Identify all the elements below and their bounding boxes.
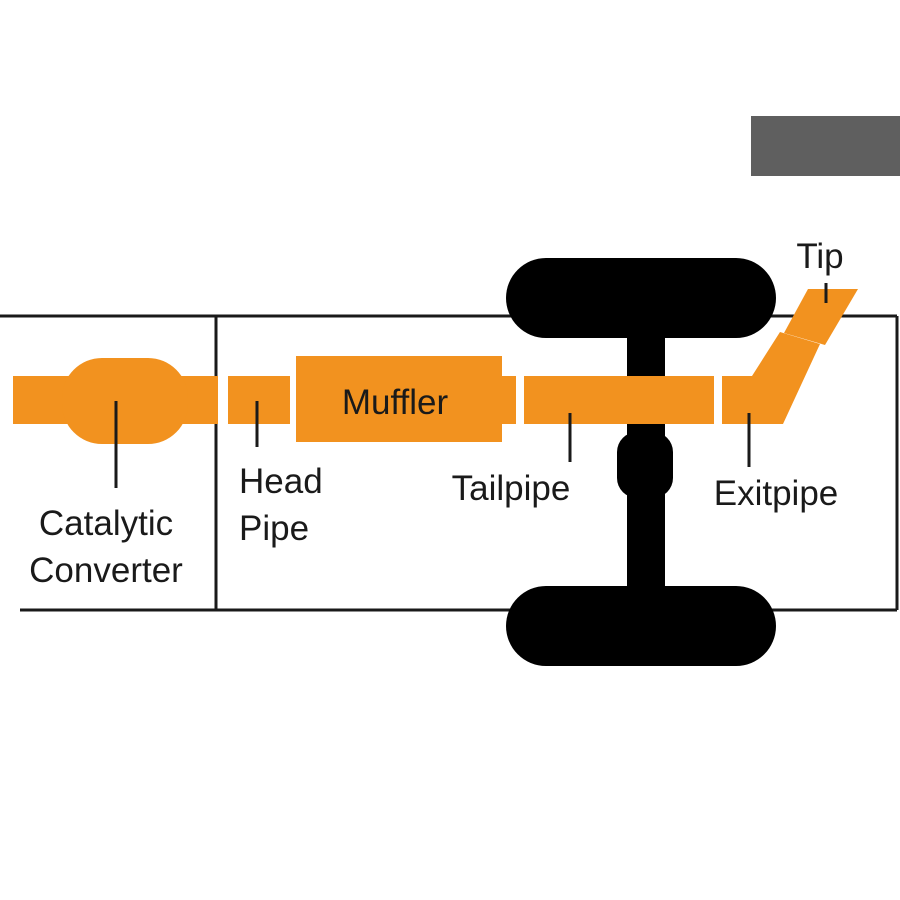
muffler-body	[296, 356, 502, 442]
tip-segment	[784, 289, 858, 345]
head-pipe-label-line2: Pipe	[239, 509, 309, 548]
exitpipe-segment	[722, 332, 820, 424]
tip-label: Tip	[796, 237, 843, 276]
muffler-outlet	[500, 376, 516, 424]
catalytic-label-line2: Converter	[29, 551, 183, 590]
muffler-label: Muffler	[342, 383, 449, 422]
catalytic-label-line1: Catalytic	[39, 504, 173, 543]
wheel-bottom	[506, 586, 776, 666]
exitpipe-label: Exitpipe	[714, 474, 839, 513]
catalytic-converter-body	[62, 358, 188, 444]
rear-axle	[506, 258, 776, 666]
tailpipe-segment	[524, 376, 714, 424]
tailpipe-label: Tailpipe	[452, 469, 571, 508]
leader-lines	[114, 283, 828, 488]
differential	[617, 432, 673, 498]
wheel-top	[506, 258, 776, 338]
head-pipe-label-line1: Head	[239, 462, 323, 501]
watermark-logo	[751, 116, 900, 176]
head-pipe-segment	[228, 376, 290, 424]
